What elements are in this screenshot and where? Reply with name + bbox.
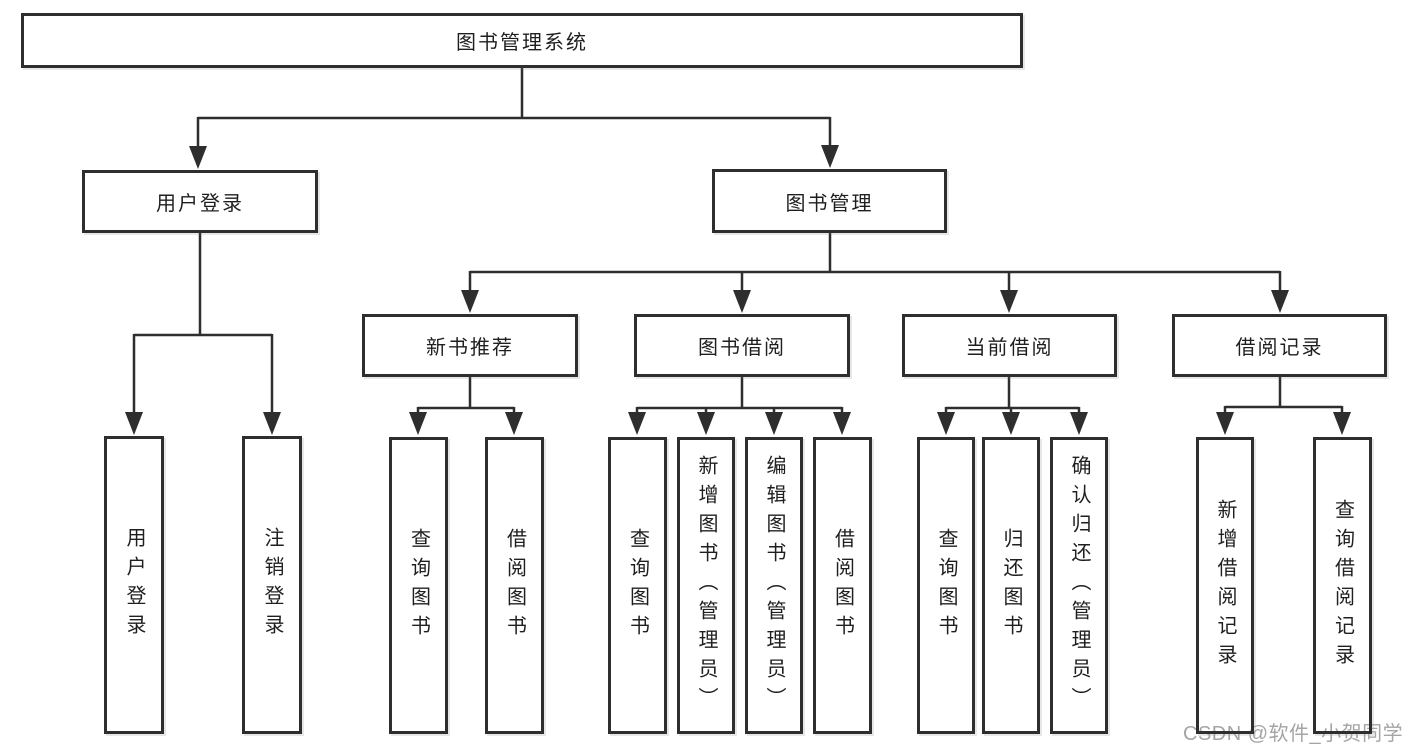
node-label: 新增图书（管理员） bbox=[695, 455, 717, 716]
node-label: 编辑图书（管理员） bbox=[763, 455, 785, 716]
node-label: 查询图书 bbox=[626, 527, 649, 644]
node-label: 图书管理 bbox=[785, 192, 874, 215]
node-label: 图书管理系统 bbox=[456, 32, 588, 54]
node-user-login: 用户登录 bbox=[82, 170, 318, 233]
node-label: 借阅记录 bbox=[1235, 337, 1324, 359]
node-borrowing-records: 借阅记录 bbox=[1172, 314, 1387, 377]
leaf-user-login: 用户登录 bbox=[104, 436, 164, 734]
node-book-management: 图书管理 bbox=[712, 169, 947, 233]
node-new-book-recommend: 新书推荐 bbox=[362, 314, 578, 377]
node-library-management-system: 图书管理系统 bbox=[21, 13, 1023, 68]
leaf-borrow-books-1: 借阅图书 bbox=[485, 437, 544, 734]
node-label: 用户登录 bbox=[123, 527, 145, 643]
node-book-borrowing: 图书借阅 bbox=[634, 314, 850, 377]
leaf-query-books-3: 查询图书 bbox=[917, 437, 975, 734]
node-label: 新书推荐 bbox=[426, 337, 514, 359]
node-label: 当前借阅 bbox=[965, 337, 1054, 359]
leaf-edit-books-admin: 编辑图书（管理员） bbox=[745, 437, 803, 734]
node-label: 用户登录 bbox=[156, 193, 244, 215]
node-label: 查询图书 bbox=[935, 527, 957, 644]
node-label: 注销登录 bbox=[261, 527, 283, 643]
arrowheads bbox=[125, 145, 1351, 435]
leaf-query-books-1: 查询图书 bbox=[389, 437, 448, 734]
connector-segments bbox=[132, 67, 1344, 416]
node-current-borrowing: 当前借阅 bbox=[902, 314, 1117, 377]
leaf-return-books: 归还图书 bbox=[982, 437, 1040, 734]
node-label: 图书借阅 bbox=[698, 337, 786, 359]
leaf-confirm-return-admin: 确认归还（管理员） bbox=[1050, 437, 1108, 734]
node-label: 查询借阅记录 bbox=[1331, 498, 1354, 673]
node-label: 借阅图书 bbox=[503, 527, 526, 644]
leaf-query-borrow-record: 查询借阅记录 bbox=[1313, 437, 1372, 734]
node-label: 归还图书 bbox=[1000, 527, 1022, 644]
leaf-query-books-2: 查询图书 bbox=[608, 437, 667, 734]
node-label: 确认归还（管理员） bbox=[1068, 455, 1090, 716]
node-label: 借阅图书 bbox=[831, 527, 854, 644]
leaf-add-books-admin: 新增图书（管理员） bbox=[677, 437, 735, 734]
leaf-logout: 注销登录 bbox=[242, 436, 302, 734]
leaf-borrow-books-2: 借阅图书 bbox=[813, 437, 872, 734]
node-label: 查询图书 bbox=[407, 527, 430, 644]
node-label: 新增借阅记录 bbox=[1214, 498, 1236, 673]
leaf-add-borrow-record: 新增借阅记录 bbox=[1196, 437, 1254, 734]
csdn-watermark: CSDN @软件_小贺同学 bbox=[1183, 723, 1404, 745]
